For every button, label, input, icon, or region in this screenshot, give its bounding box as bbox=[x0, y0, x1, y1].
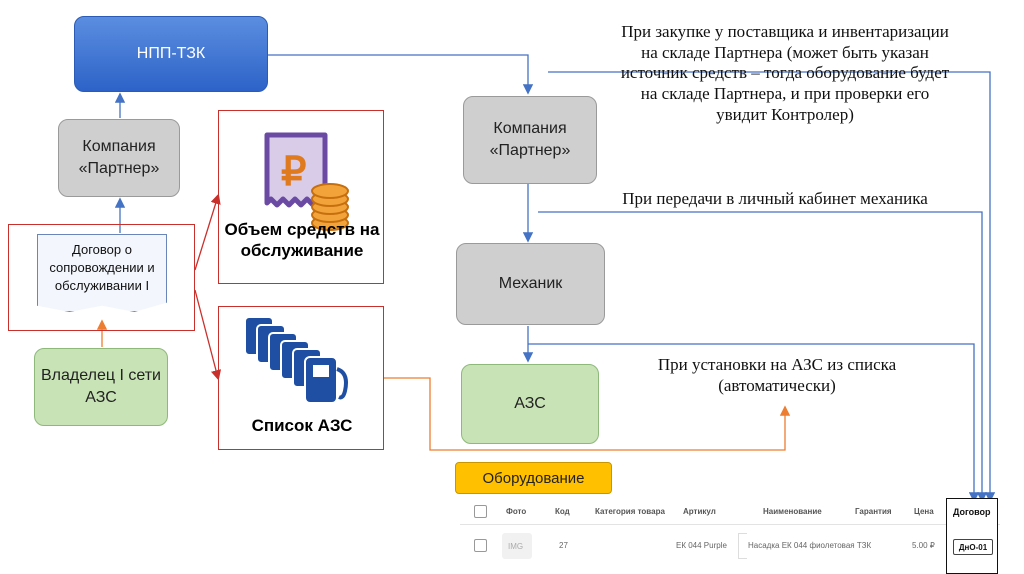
row-photo-thumbnail: IMG bbox=[502, 533, 532, 559]
funds-caption: Объем средств на обслуживание bbox=[224, 220, 380, 261]
partner-right-node: Компания «Партнер» bbox=[463, 96, 597, 184]
col-price: Цена bbox=[914, 507, 934, 516]
azs-node: АЗС bbox=[461, 364, 599, 444]
line-transfer-to-contract bbox=[538, 211, 988, 503]
mechanic-node: Механик bbox=[456, 243, 605, 325]
contract-document: Договор о сопровождении и обслуживании I bbox=[37, 234, 167, 312]
col-contract: Договор bbox=[953, 507, 991, 517]
row-code: 27 bbox=[559, 541, 568, 550]
fuel-pump-stack-icon bbox=[244, 316, 348, 404]
row-contract: ДнО-01 bbox=[958, 542, 988, 552]
contract-column-frame: Договор ДнО-01 bbox=[946, 498, 998, 574]
azs-label: АЗС bbox=[514, 395, 546, 413]
col-code: Код bbox=[555, 507, 570, 516]
stations-caption: Список АЗС bbox=[251, 416, 353, 435]
funds-frame: ₽ Объем средств на обслуживание bbox=[218, 110, 384, 284]
coin-stack-icon bbox=[311, 183, 349, 231]
stations-frame: Список АЗС bbox=[218, 306, 384, 450]
row-contract-badge: ДнО-01 bbox=[953, 539, 993, 555]
header-checkbox[interactable] bbox=[474, 505, 487, 518]
line-purchase-to-contract bbox=[548, 71, 996, 503]
row-price: 5.00 ₽ bbox=[912, 541, 935, 550]
contract-frame bbox=[8, 224, 195, 331]
mechanic-label: Механик bbox=[498, 275, 563, 293]
equipment-badge: Оборудование bbox=[455, 462, 612, 494]
partner-left-label: Компания «Партнер» bbox=[78, 138, 160, 177]
col-article: Артикул bbox=[683, 507, 716, 516]
line-install-to-contract bbox=[528, 343, 980, 503]
arrow-stations-to-install bbox=[384, 377, 791, 451]
col-name: Наименование bbox=[763, 507, 822, 516]
col-category: Категория товара bbox=[595, 507, 665, 516]
npp-label: НПП-ТЗК bbox=[136, 45, 206, 63]
table-row[interactable]: IMG 27 ЕК 044 Purple Насадка ЕК 044 фиол… bbox=[460, 525, 1000, 565]
row-photo-text: IMG bbox=[508, 542, 524, 551]
row-name-cell bbox=[738, 533, 747, 559]
note-purchase: При закупке у поставщика и инвентаризаци… bbox=[620, 22, 950, 124]
partner-left-node: Компания «Партнер» bbox=[58, 119, 180, 197]
table-header-row: Фото Код Категория товара Артикул Наимен… bbox=[460, 498, 1000, 525]
note-install: При установки на АЗС из списка (автомати… bbox=[657, 355, 897, 395]
col-photo: Фото bbox=[506, 507, 527, 516]
row-checkbox[interactable] bbox=[474, 539, 487, 552]
npp-node: НПП-ТЗК bbox=[74, 16, 268, 92]
equipment-label: Оборудование bbox=[482, 469, 585, 487]
owner-label: Владелец I сети АЗС bbox=[41, 367, 161, 406]
equipment-table: Фото Код Категория товара Артикул Наимен… bbox=[460, 498, 1000, 574]
partner-right-label: Компания «Партнер» bbox=[489, 120, 571, 159]
col-warranty: Гарантия bbox=[855, 507, 892, 516]
owner-node: Владелец I сети АЗС bbox=[34, 348, 168, 426]
arrow-npp-to-partner bbox=[268, 54, 534, 95]
row-name: Насадка ЕК 044 фиолетовая ТЗК bbox=[748, 541, 872, 550]
row-article: ЕК 044 Purple bbox=[676, 541, 727, 550]
arrow-contract-to-funds bbox=[194, 193, 221, 271]
contract-doc-text: Договор о сопровождении и обслуживании I bbox=[49, 242, 155, 294]
svg-text:₽: ₽ bbox=[281, 150, 306, 194]
arrow-contract-to-stations bbox=[194, 289, 222, 381]
receipt-ruble-icon: ₽ bbox=[264, 132, 328, 208]
note-transfer: При передачи в личный кабинет механика bbox=[622, 189, 928, 208]
